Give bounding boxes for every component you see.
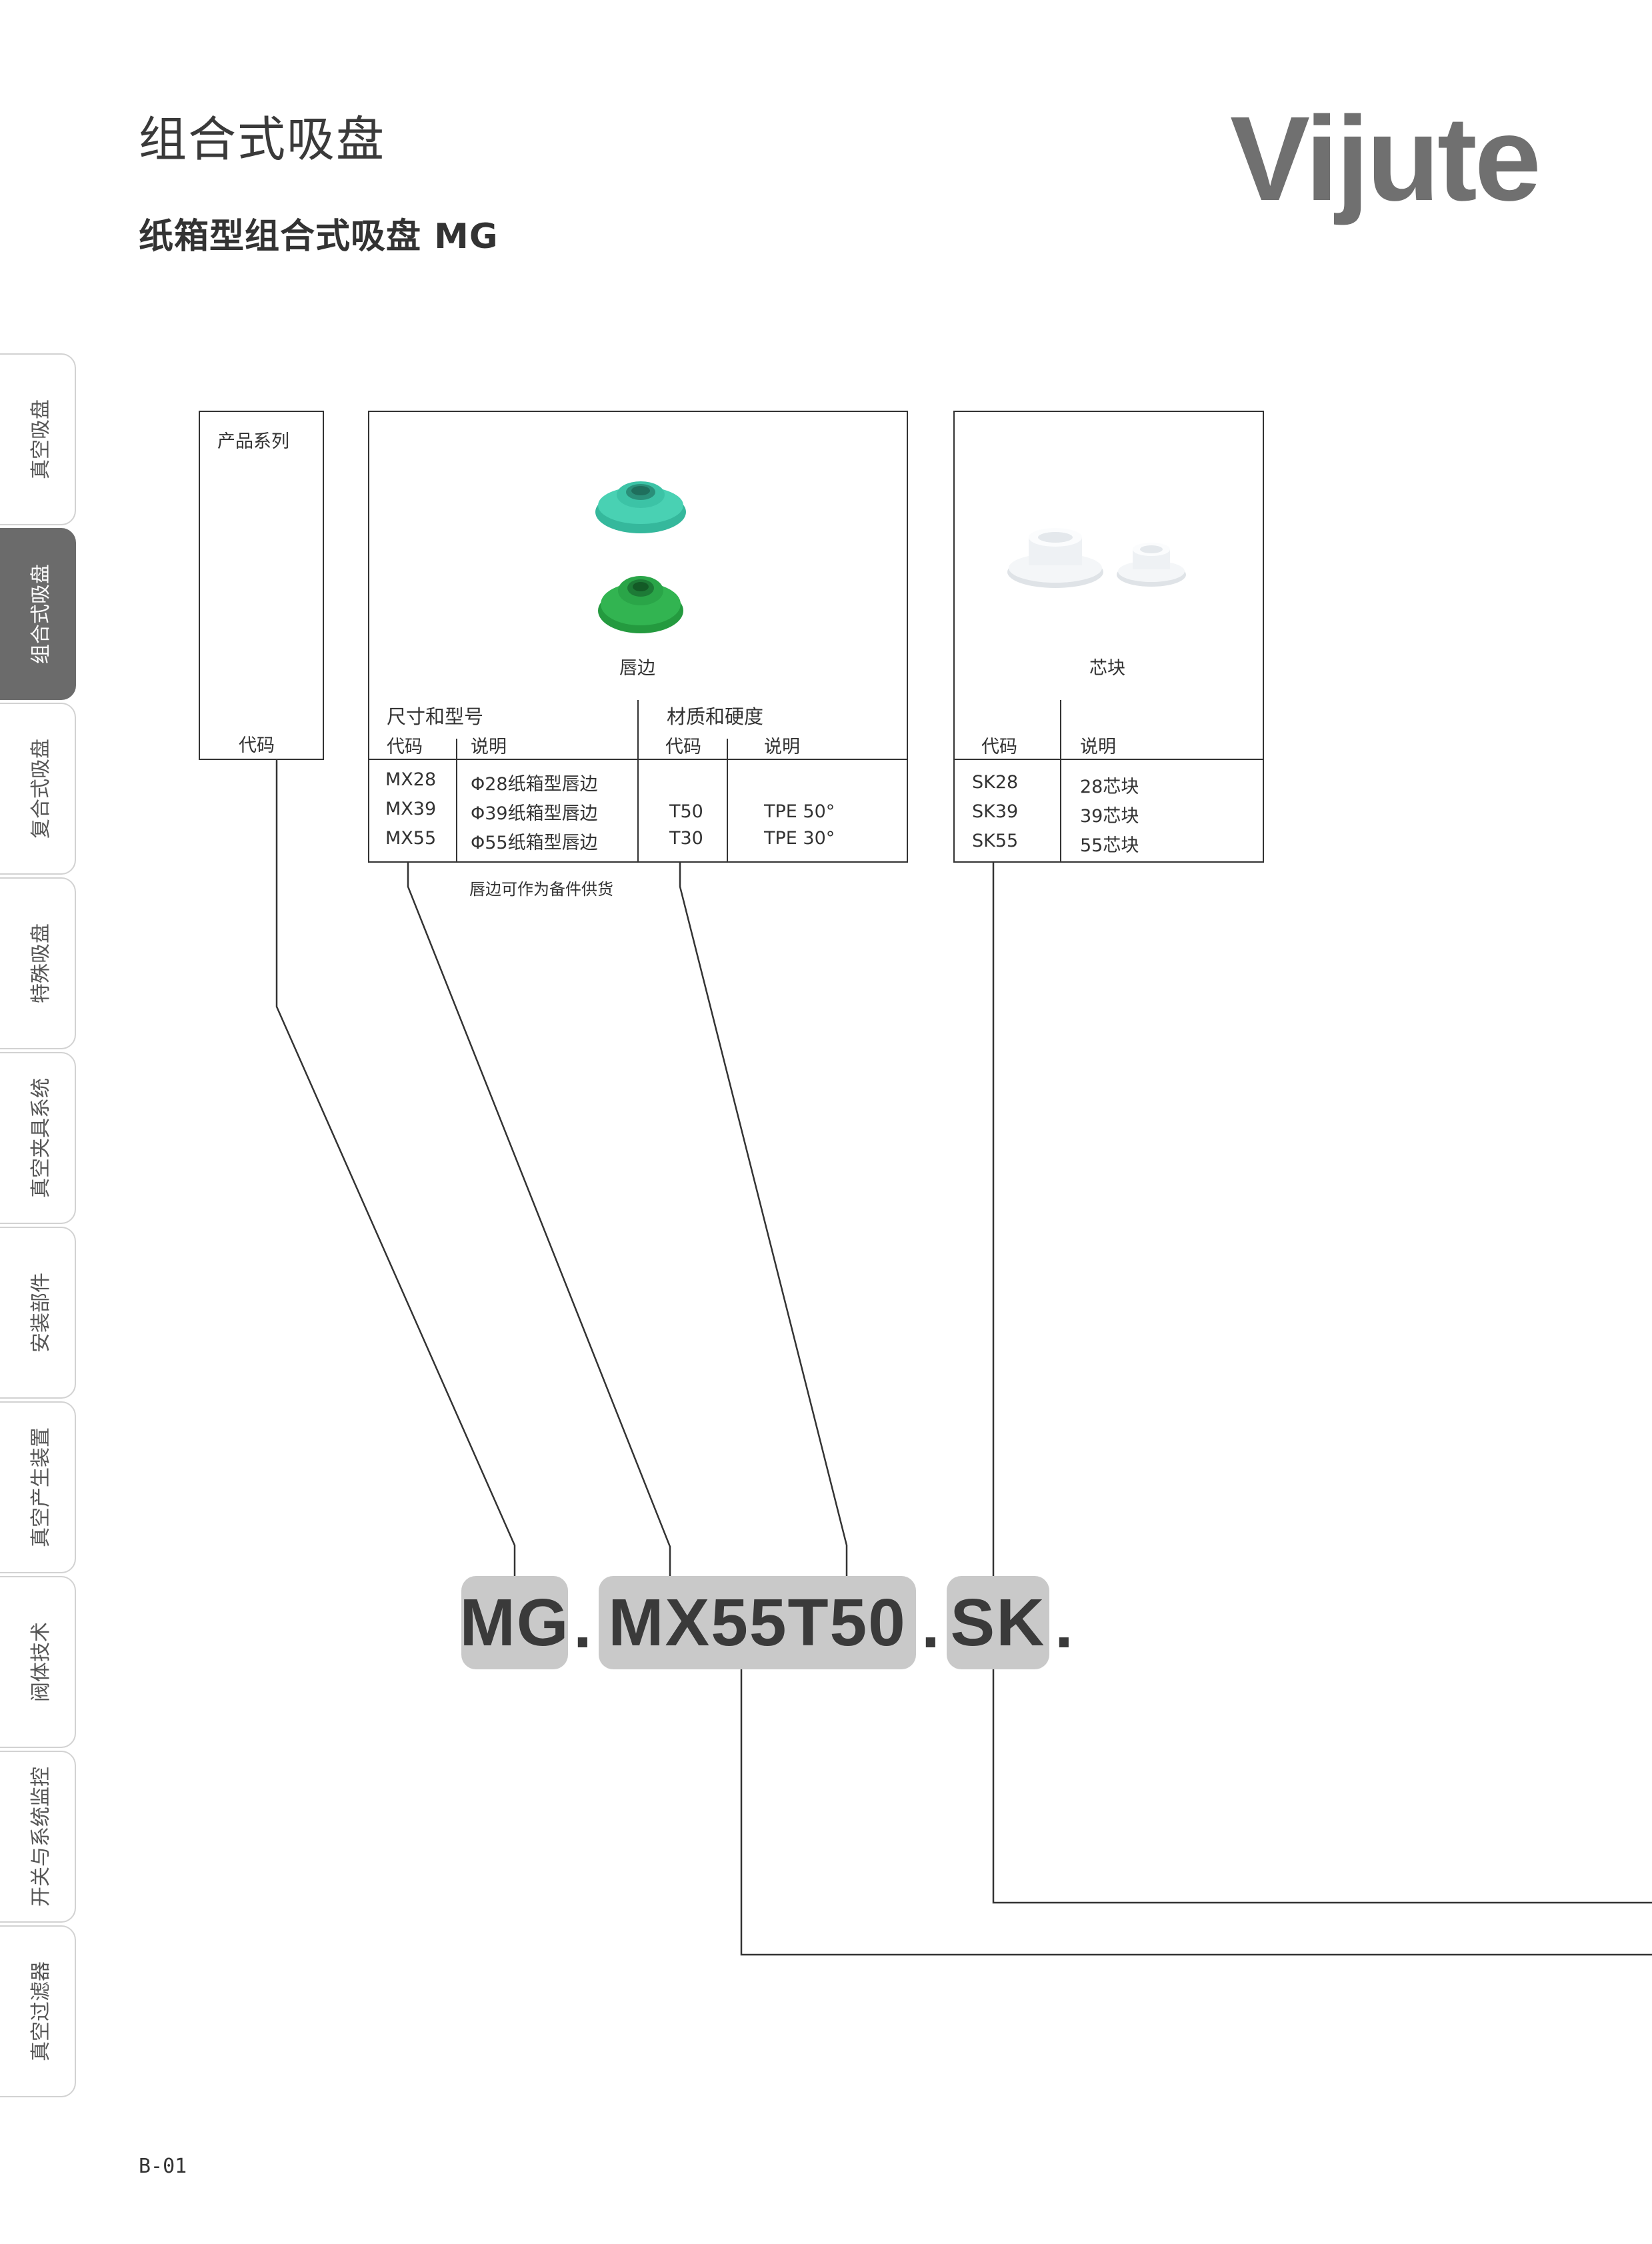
- material-desc-cell: TPE 30°: [764, 828, 835, 849]
- material-code-cell: T30: [669, 828, 703, 849]
- lip-caption: 唇边: [619, 658, 655, 679]
- small-core-image: [1117, 543, 1186, 587]
- order-code-separator: .: [921, 1587, 940, 1662]
- core-desc-cell: 28芯块: [1080, 777, 1139, 797]
- side-tab-special-cups[interactable]: 特殊吸盘: [0, 877, 76, 1049]
- core-desc-cell: 55芯块: [1080, 835, 1139, 856]
- order-code-core: SK: [947, 1576, 1049, 1669]
- size-code-cell: MX28: [385, 769, 437, 790]
- column-divider: [1060, 700, 1061, 863]
- side-tab-valve-technology[interactable]: 阀体技术: [0, 1576, 76, 1748]
- connector-lip-extension: [740, 1669, 1652, 1956]
- page-title: 组合式吸盘: [139, 111, 386, 167]
- brand-logo: Vijute: [1230, 92, 1541, 226]
- size-desc-cell: Φ55纸箱型唇边: [471, 833, 598, 853]
- core-desc-cell: 39芯块: [1080, 806, 1139, 827]
- size-code-label: 代码: [387, 737, 423, 757]
- series-code-label: 代码: [239, 735, 275, 756]
- connector-lip-material: [679, 862, 848, 1576]
- material-code-label: 代码: [665, 737, 701, 757]
- core-desc-label: 说明: [1080, 737, 1116, 757]
- side-tab-composite-cups[interactable]: 复合式吸盘: [0, 703, 76, 875]
- connector-series: [275, 760, 516, 1576]
- order-code-series: MG: [459, 1576, 569, 1669]
- series-title: 产品系列: [217, 431, 289, 452]
- core-caption: 芯块: [1089, 658, 1125, 679]
- core-code-cell: SK39: [972, 801, 1019, 822]
- order-code-separator: .: [573, 1587, 592, 1662]
- order-code-separator: .: [1055, 1587, 1073, 1662]
- material-desc-label: 说明: [764, 737, 800, 757]
- side-tab-vacuum-cups[interactable]: 真空吸盘: [0, 353, 76, 525]
- order-code-lip: MX55T50: [599, 1576, 916, 1669]
- material-code-cell: T50: [669, 801, 703, 822]
- size-desc-cell: Φ39纸箱型唇边: [471, 803, 598, 824]
- material-header: 材质和硬度: [667, 705, 764, 728]
- column-divider: [727, 739, 728, 863]
- size-code-cell: MX55: [385, 828, 437, 849]
- size-header: 尺寸和型号: [387, 705, 484, 728]
- core-box: 芯块 代码 说明 SK28 28芯块 SK39 39芯块 SK55 55芯块: [953, 411, 1264, 863]
- column-divider: [456, 739, 457, 863]
- series-box: 产品系列 代码: [199, 411, 324, 760]
- side-tab-vacuum-filters[interactable]: 真空过滤器: [0, 1925, 76, 2097]
- lip-box: 唇边 尺寸和型号 材质和硬度 代码 说明 代码 说明 MX28 Φ28纸箱型唇边…: [368, 411, 908, 863]
- header-divider: [369, 759, 907, 760]
- side-tab-vacuum-generators[interactable]: 真空产生装置: [0, 1401, 76, 1573]
- header-divider: [955, 759, 1263, 760]
- side-tab-combination-cups[interactable]: 组合式吸盘: [0, 528, 76, 700]
- core-code-label: 代码: [981, 737, 1017, 757]
- column-divider: [637, 700, 639, 863]
- size-desc-cell: Φ28纸箱型唇边: [471, 774, 598, 795]
- side-tab-gripper-systems[interactable]: 真空夹具系统: [0, 1052, 76, 1224]
- green-lip-image: [598, 576, 683, 633]
- side-tab-switches-monitoring[interactable]: 开关与系统监控: [0, 1751, 76, 1923]
- connector-core-extension: [992, 1669, 1652, 1904]
- large-core-image: [1007, 528, 1103, 588]
- core-code-cell: SK28: [972, 772, 1019, 793]
- page-subtitle: 纸箱型组合式吸盘 MG: [139, 217, 499, 257]
- side-tab-mounting-parts[interactable]: 安装部件: [0, 1227, 76, 1399]
- core-code-cell: SK55: [972, 831, 1019, 851]
- size-code-cell: MX39: [385, 799, 437, 819]
- spare-part-note: 唇边可作为备件供货: [469, 880, 613, 899]
- page-number: B-01: [139, 2155, 187, 2178]
- connector-lip-size: [407, 862, 671, 1576]
- material-desc-cell: TPE 50°: [764, 801, 835, 822]
- size-desc-label: 说明: [471, 737, 507, 757]
- teal-lip-image: [595, 481, 686, 533]
